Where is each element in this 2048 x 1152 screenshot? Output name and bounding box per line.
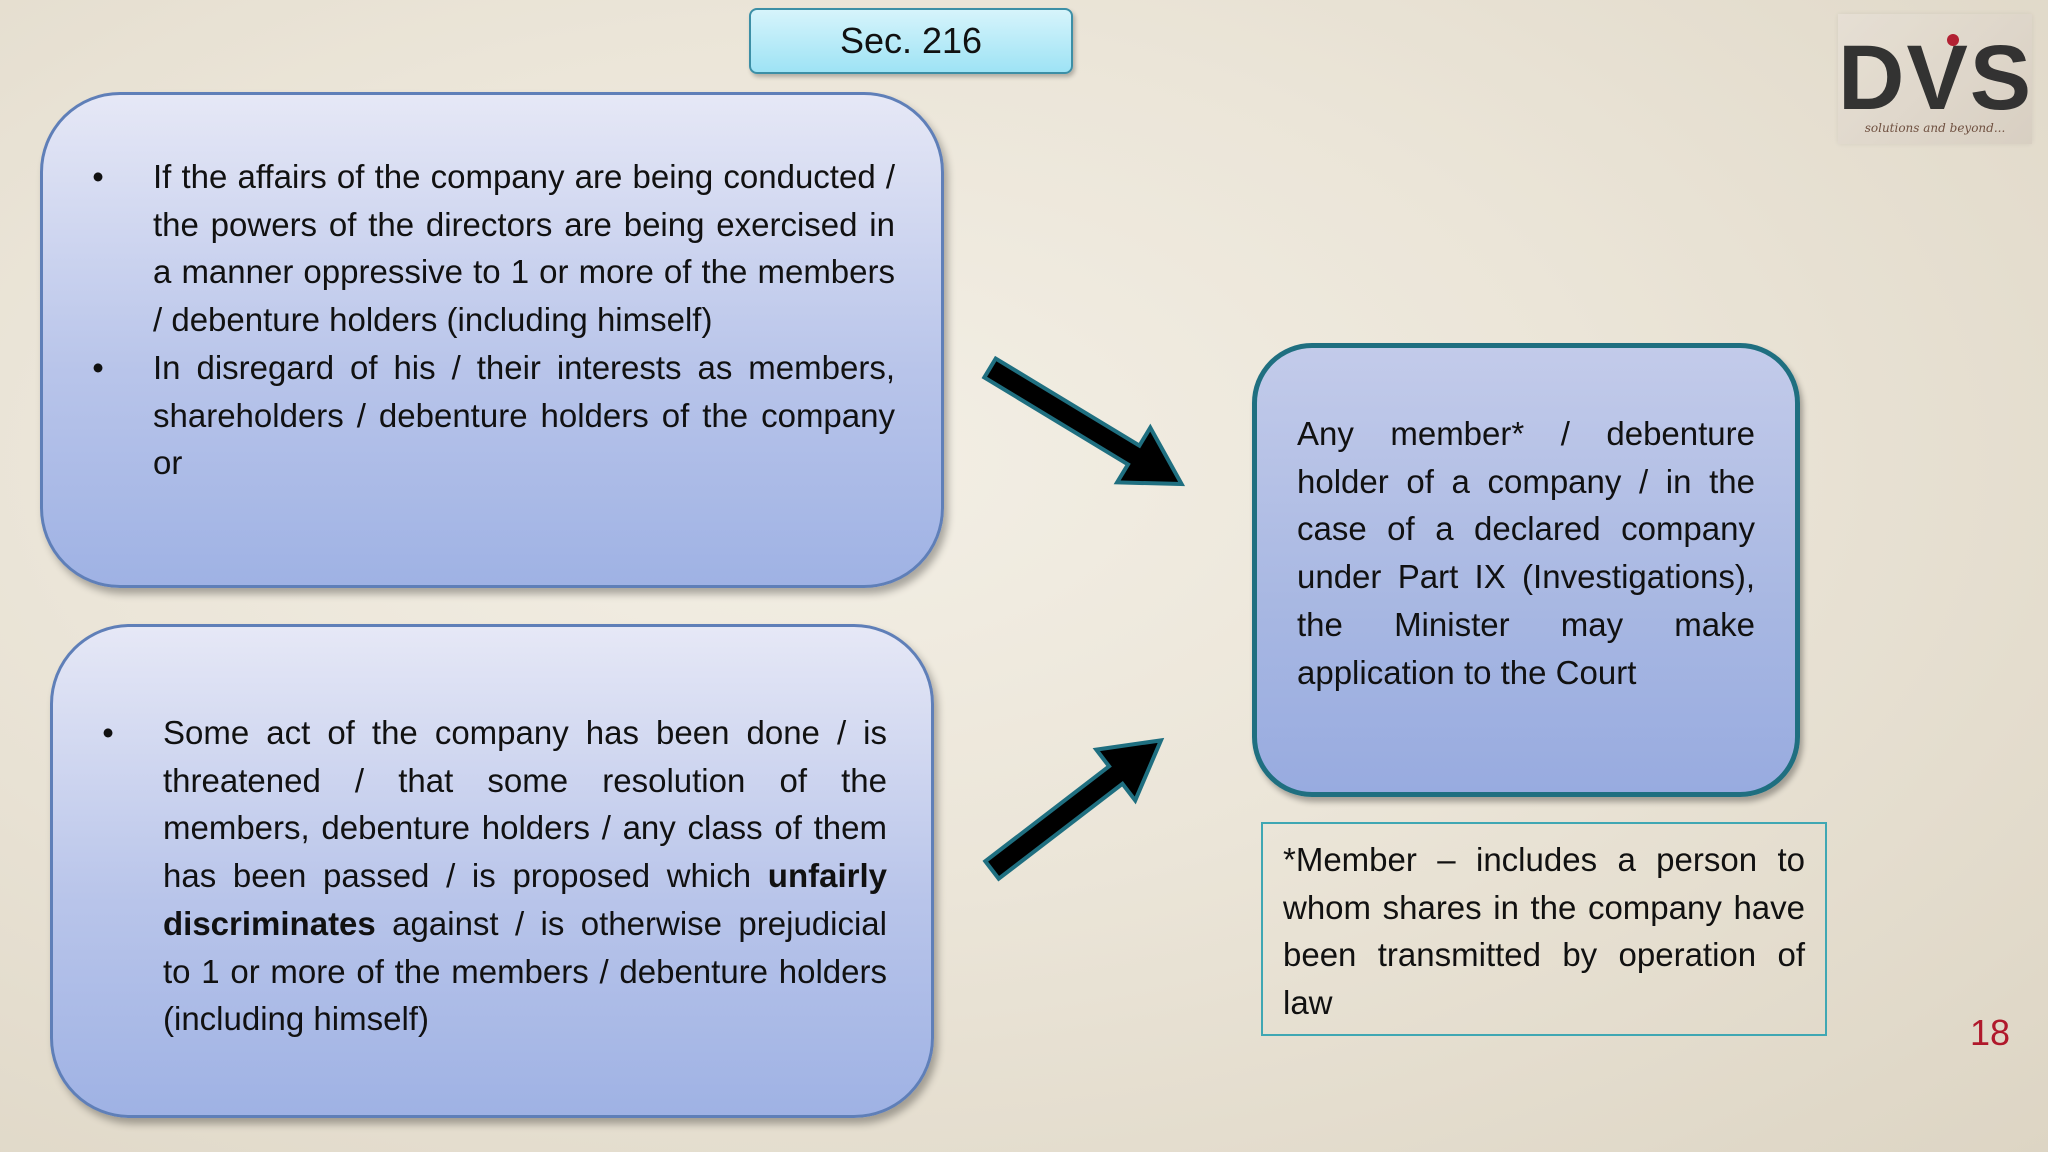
bullet-icon: • — [102, 714, 114, 751]
condition-list: • If the affairs of the company are bein… — [83, 153, 895, 487]
logo-text: DVS — [1838, 27, 2034, 129]
arrow-down-right-icon — [981, 355, 1186, 487]
arrow-up-right-icon — [982, 737, 1165, 882]
condition-list: • Some act of the company has been done … — [93, 709, 887, 1043]
condition-item: • In disregard of his / their interests … — [83, 344, 895, 487]
page-number: 18 — [1969, 1012, 2011, 1053]
condition-text: In disregard of his / their interests as… — [153, 348, 895, 482]
condition-box-oppression: • If the affairs of the company are bein… — [40, 92, 944, 588]
logo-tagline: solutions and beyond... — [1864, 121, 2006, 135]
applicant-text: Any member* / debenture holder of a comp… — [1297, 415, 1755, 691]
logo-dot — [1947, 34, 1959, 46]
condition-text: If the affairs of the company are being … — [153, 158, 895, 339]
applicant-box: Any member* / debenture holder of a comp… — [1252, 343, 1800, 797]
section-title: Sec. 216 — [749, 8, 1073, 74]
dvs-logo: DVS solutions and beyond... — [1838, 14, 2032, 144]
condition-item: • If the affairs of the company are bein… — [83, 153, 895, 344]
condition-box-discrimination: • Some act of the company has been done … — [50, 624, 934, 1118]
condition-text-bold: unfairly discriminates — [163, 857, 887, 942]
bullet-icon: • — [92, 158, 104, 195]
member-definition-note: *Member – includes a person to whom shar… — [1261, 822, 1827, 1036]
section-title-text: Sec. 216 — [839, 20, 983, 61]
bullet-icon: • — [92, 348, 104, 386]
note-text: *Member – includes a person to whom shar… — [1283, 841, 1805, 1022]
condition-text-before: Some act of the company has been done / … — [163, 714, 887, 895]
condition-item: • Some act of the company has been done … — [93, 709, 887, 1043]
condition-text-after: against / is otherwise prejudicial to 1 … — [163, 904, 887, 1038]
